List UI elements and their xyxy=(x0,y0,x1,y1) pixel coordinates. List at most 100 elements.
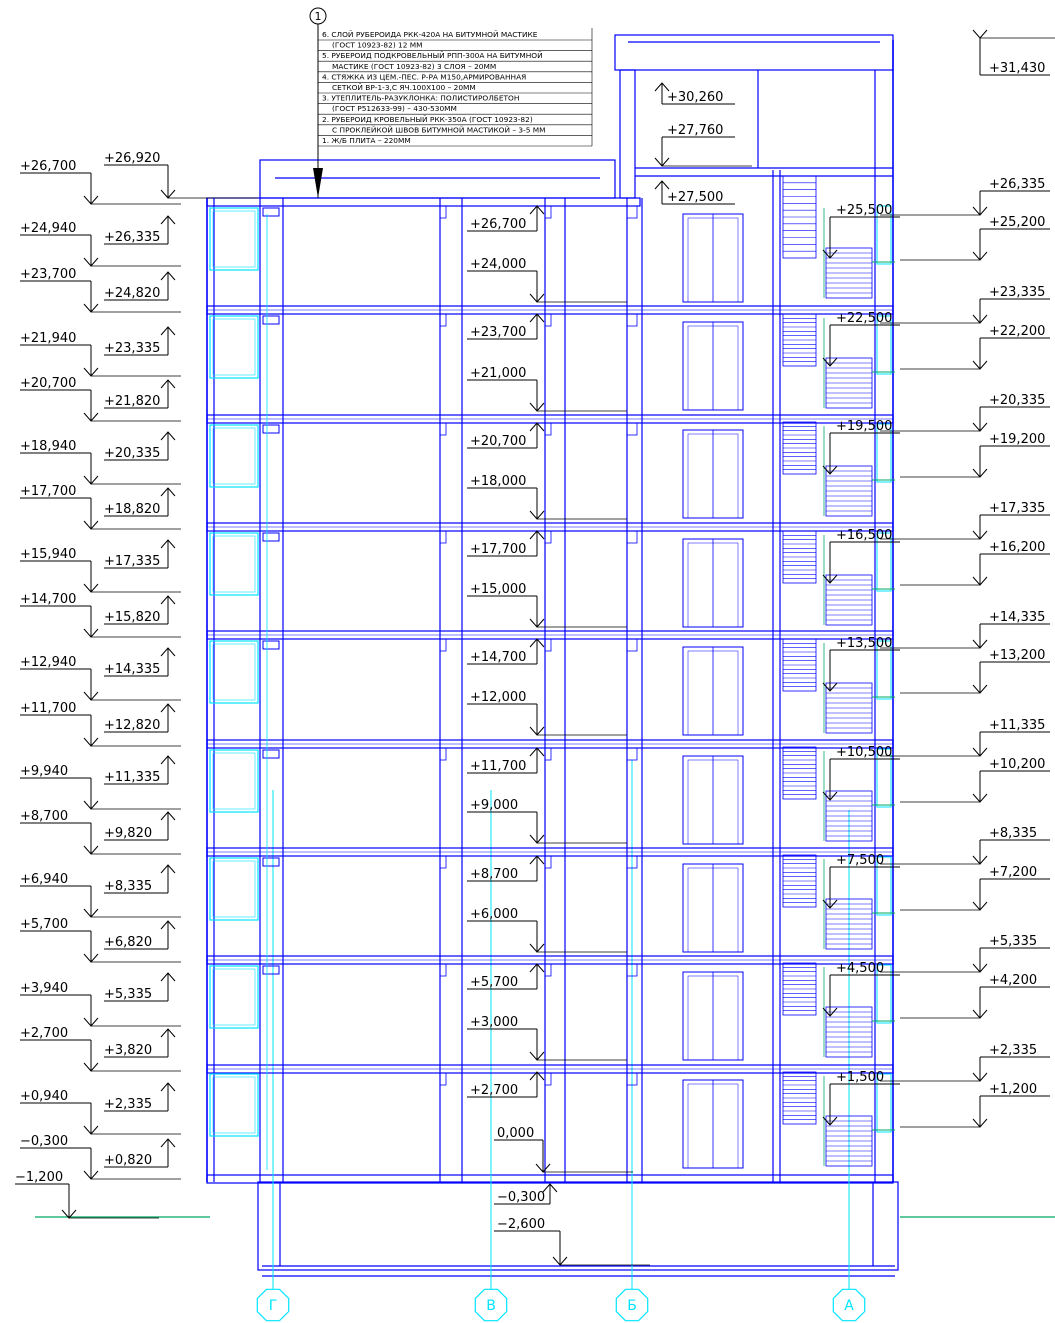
column-head xyxy=(544,422,552,436)
stair-level-mark-label: +16,500 xyxy=(836,528,892,543)
left-inner-mark-label: +18,820 xyxy=(104,502,160,517)
left-level-mark-label: +6,940 xyxy=(20,872,68,887)
facade-window xyxy=(209,1073,259,1137)
left-inner-mark-tick xyxy=(160,215,176,225)
stair-level-mark-label: +4,500 xyxy=(836,961,884,976)
roof-note-line: СЕТКОЙ ВР-1-3,С ЯЧ.100Х100 – 20ММ xyxy=(332,83,476,92)
left-inner-mark-label: +24,820 xyxy=(104,286,160,301)
stair-window xyxy=(876,532,892,592)
stair-window xyxy=(876,205,892,265)
column-head xyxy=(439,205,447,219)
column-head xyxy=(544,313,552,327)
right-level-mark-label: +16,200 xyxy=(989,540,1045,555)
right-level-mark-label: +8,335 xyxy=(989,826,1037,841)
column-head xyxy=(626,205,638,219)
left-level-mark-label: +8,700 xyxy=(20,809,68,824)
right-level-mark-label: +1,200 xyxy=(989,1082,1037,1097)
center-level-mark-tick xyxy=(529,855,545,865)
level-marks: +26,700+24,940+23,700+21,940+20,700+18,9… xyxy=(15,29,1055,1266)
axis-label: Б xyxy=(627,1298,637,1314)
stair-level-mark-label: +30,260 xyxy=(667,90,723,105)
left-inner-mark-tick xyxy=(160,487,176,497)
column-head xyxy=(544,963,552,977)
roof-note-line: С ПРОКЛЕЙКОЙ ШВОВ БИТУМНОЙ МАСТИКОЙ – 3-… xyxy=(332,125,546,134)
windows xyxy=(209,207,280,1170)
right-level-mark-label: +14,335 xyxy=(989,610,1045,625)
elevator-door-frame xyxy=(687,542,739,628)
left-inner-mark-label: +6,820 xyxy=(104,935,152,950)
center-level-mark-label: −0,300 xyxy=(497,1190,545,1205)
stair-level-mark-label: +27,500 xyxy=(667,190,723,205)
stair-level-mark-tick xyxy=(654,180,670,190)
center-level-mark-label: +11,700 xyxy=(470,759,526,774)
doors xyxy=(439,205,744,1169)
roof-note-line: (ГОСТ Р51263З-99) – 430-530ММ xyxy=(332,104,457,113)
facade-window-sash xyxy=(212,427,256,485)
basement xyxy=(257,1181,899,1271)
stair-level-mark-label: +25,500 xyxy=(836,203,892,218)
column-head xyxy=(626,313,638,327)
left-level-mark-label: +20,700 xyxy=(20,376,76,391)
lintel xyxy=(262,207,280,217)
right-level-mark-label: +4,200 xyxy=(989,973,1037,988)
lintel xyxy=(262,749,280,759)
node-marker-circle xyxy=(309,7,327,25)
stair-level-mark-label: +7,500 xyxy=(836,853,884,868)
column-head xyxy=(544,638,552,652)
axis-bubble xyxy=(832,1288,866,1322)
left-inner-mark-label: +20,335 xyxy=(104,446,160,461)
left-inner-mark-tick xyxy=(160,920,176,930)
facade-window-sash xyxy=(212,968,256,1026)
column-head xyxy=(439,1072,447,1086)
left-inner-mark-tick xyxy=(160,647,176,657)
center-level-mark-label: +12,000 xyxy=(470,690,526,705)
right-level-mark-label: +2,335 xyxy=(989,1043,1037,1058)
stair-window xyxy=(876,1073,892,1133)
elevator-door-frame xyxy=(687,867,739,953)
center-level-mark-label: +5,700 xyxy=(470,975,518,990)
left-level-mark-label: +14,700 xyxy=(20,592,76,607)
facade-window xyxy=(209,315,259,379)
stair-level-mark-tick xyxy=(822,249,838,259)
center-level-mark-label: +15,000 xyxy=(470,582,526,597)
stair-level-mark-tick xyxy=(822,1007,838,1017)
left-inner-mark-tick xyxy=(160,972,176,982)
center-level-mark-label: +23,700 xyxy=(470,325,526,340)
roof-note-line: 2. РУБЕРОИД КРОВЕЛЬНЫЙ РКК-350А (ГОСТ 10… xyxy=(322,115,533,124)
column-head xyxy=(626,1072,638,1086)
right-level-mark-label: +22,200 xyxy=(989,324,1045,339)
left-inner-mark-tick xyxy=(160,755,176,765)
right-level-mark-label: +26,335 xyxy=(989,177,1045,192)
left-inner-mark-label: +5,335 xyxy=(104,987,152,1002)
center-level-mark-tick xyxy=(529,747,545,757)
center-level-mark-tick xyxy=(542,1183,558,1193)
facade-window xyxy=(209,424,259,488)
roof-note-line: (ГОСТ 10923-82) 12 ММ xyxy=(332,41,423,50)
axis-label: Г xyxy=(269,1298,278,1314)
left-inner-mark-tick xyxy=(160,539,176,549)
elevator-door-frame xyxy=(687,650,739,736)
lintel xyxy=(262,857,280,867)
stair-level-mark-tick xyxy=(822,1116,838,1126)
left-inner-mark-label: +0,820 xyxy=(104,1153,152,1168)
roof-note-line: 4. СТЯЖКА ИЗ ЦЕМ.-ПЕС. Р-РА М150,АРМИРОВ… xyxy=(322,72,526,81)
left-inner-mark-tick xyxy=(160,703,176,713)
left-inner-mark-tick xyxy=(160,271,176,281)
column-head xyxy=(439,422,447,436)
stair-level-mark-label: +19,500 xyxy=(836,419,892,434)
roof-note-lines: 6. СЛОЙ РУБЕРОИДА РКК-420А НА БИТУМНОЙ М… xyxy=(318,28,593,147)
column-head xyxy=(439,638,447,652)
tower-left-column xyxy=(619,69,636,199)
right-level-mark-label: +17,335 xyxy=(989,501,1045,516)
left-level-mark-label: +9,940 xyxy=(20,764,68,779)
stair-window xyxy=(876,964,892,1024)
stair-level-mark-tick xyxy=(822,357,838,367)
column-head xyxy=(626,422,638,436)
left-level-mark-label: +2,700 xyxy=(20,1026,68,1041)
column-head xyxy=(626,530,638,544)
facade-window xyxy=(209,857,259,921)
center-level-mark-label: +3,000 xyxy=(470,1015,518,1030)
column-head xyxy=(626,963,638,977)
